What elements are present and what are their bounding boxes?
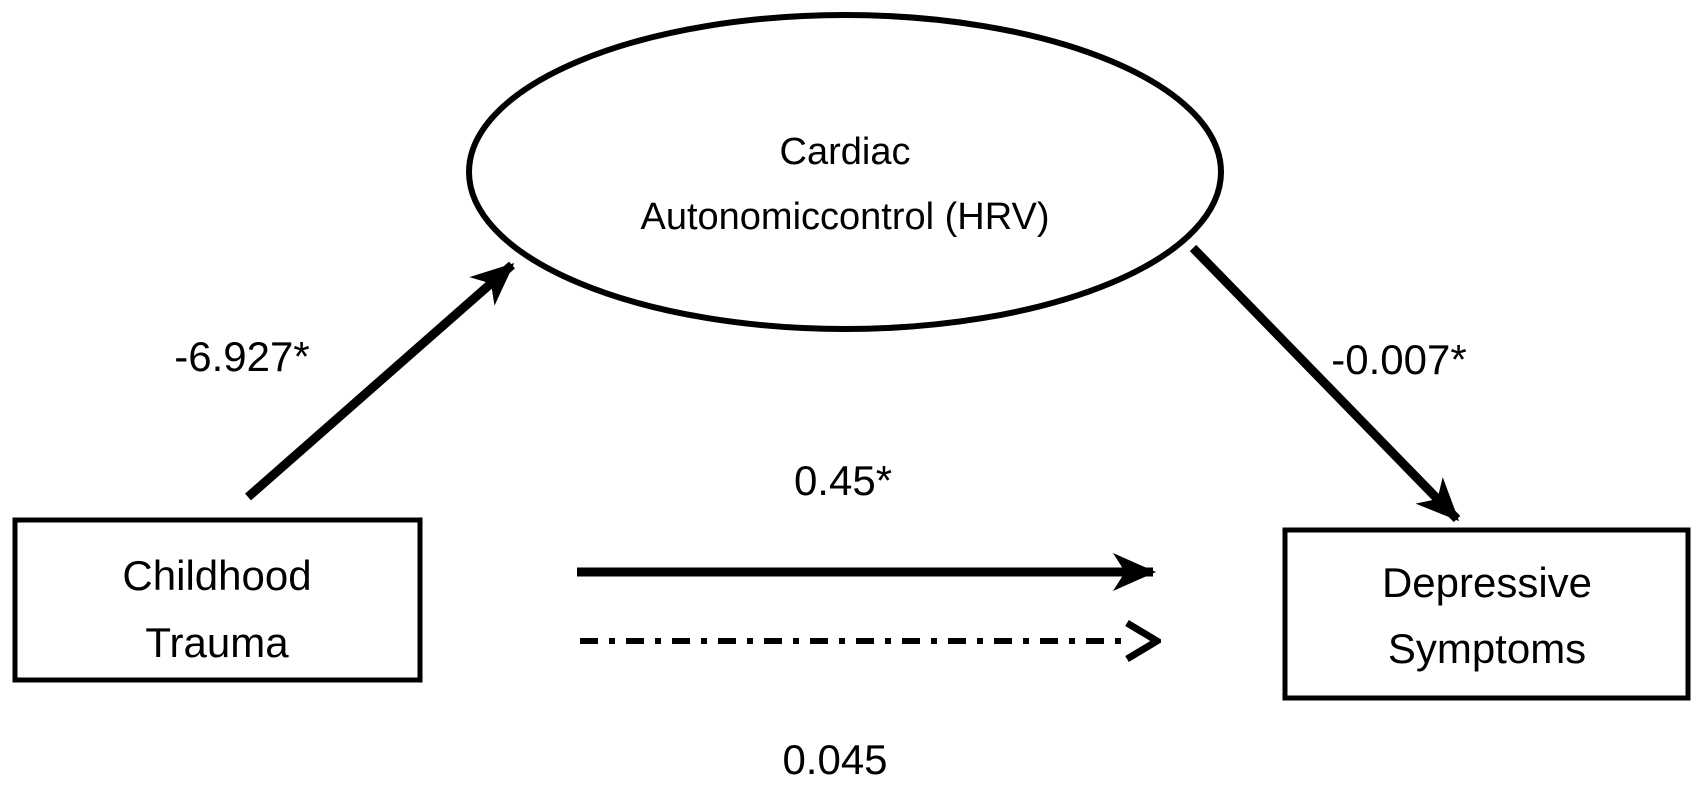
predictor-label-line2: Trauma — [145, 619, 289, 666]
outcome-label-line1: Depressive — [1382, 559, 1592, 606]
mediator-ellipse — [466, 12, 1224, 332]
outcome-box — [1282, 527, 1691, 701]
predictor-box — [12, 517, 423, 683]
mediator-label-line2: Autonomiccontrol (HRV) — [640, 196, 1049, 238]
path-b-arrow — [1189, 244, 1461, 523]
path-a-coefficient: -6.927* — [174, 333, 309, 380]
direct-effect-coefficient: 0.45* — [794, 457, 892, 504]
indirect-effect-coefficient: 0.045 — [782, 736, 887, 783]
predictor-label-line1: Childhood — [122, 552, 311, 599]
outcome-label-line2: Symptoms — [1388, 625, 1586, 672]
mediator-label-line1: Cardiac — [780, 131, 911, 173]
path-b-coefficient: -0.007* — [1331, 336, 1466, 383]
path-a-arrow — [245, 261, 515, 501]
